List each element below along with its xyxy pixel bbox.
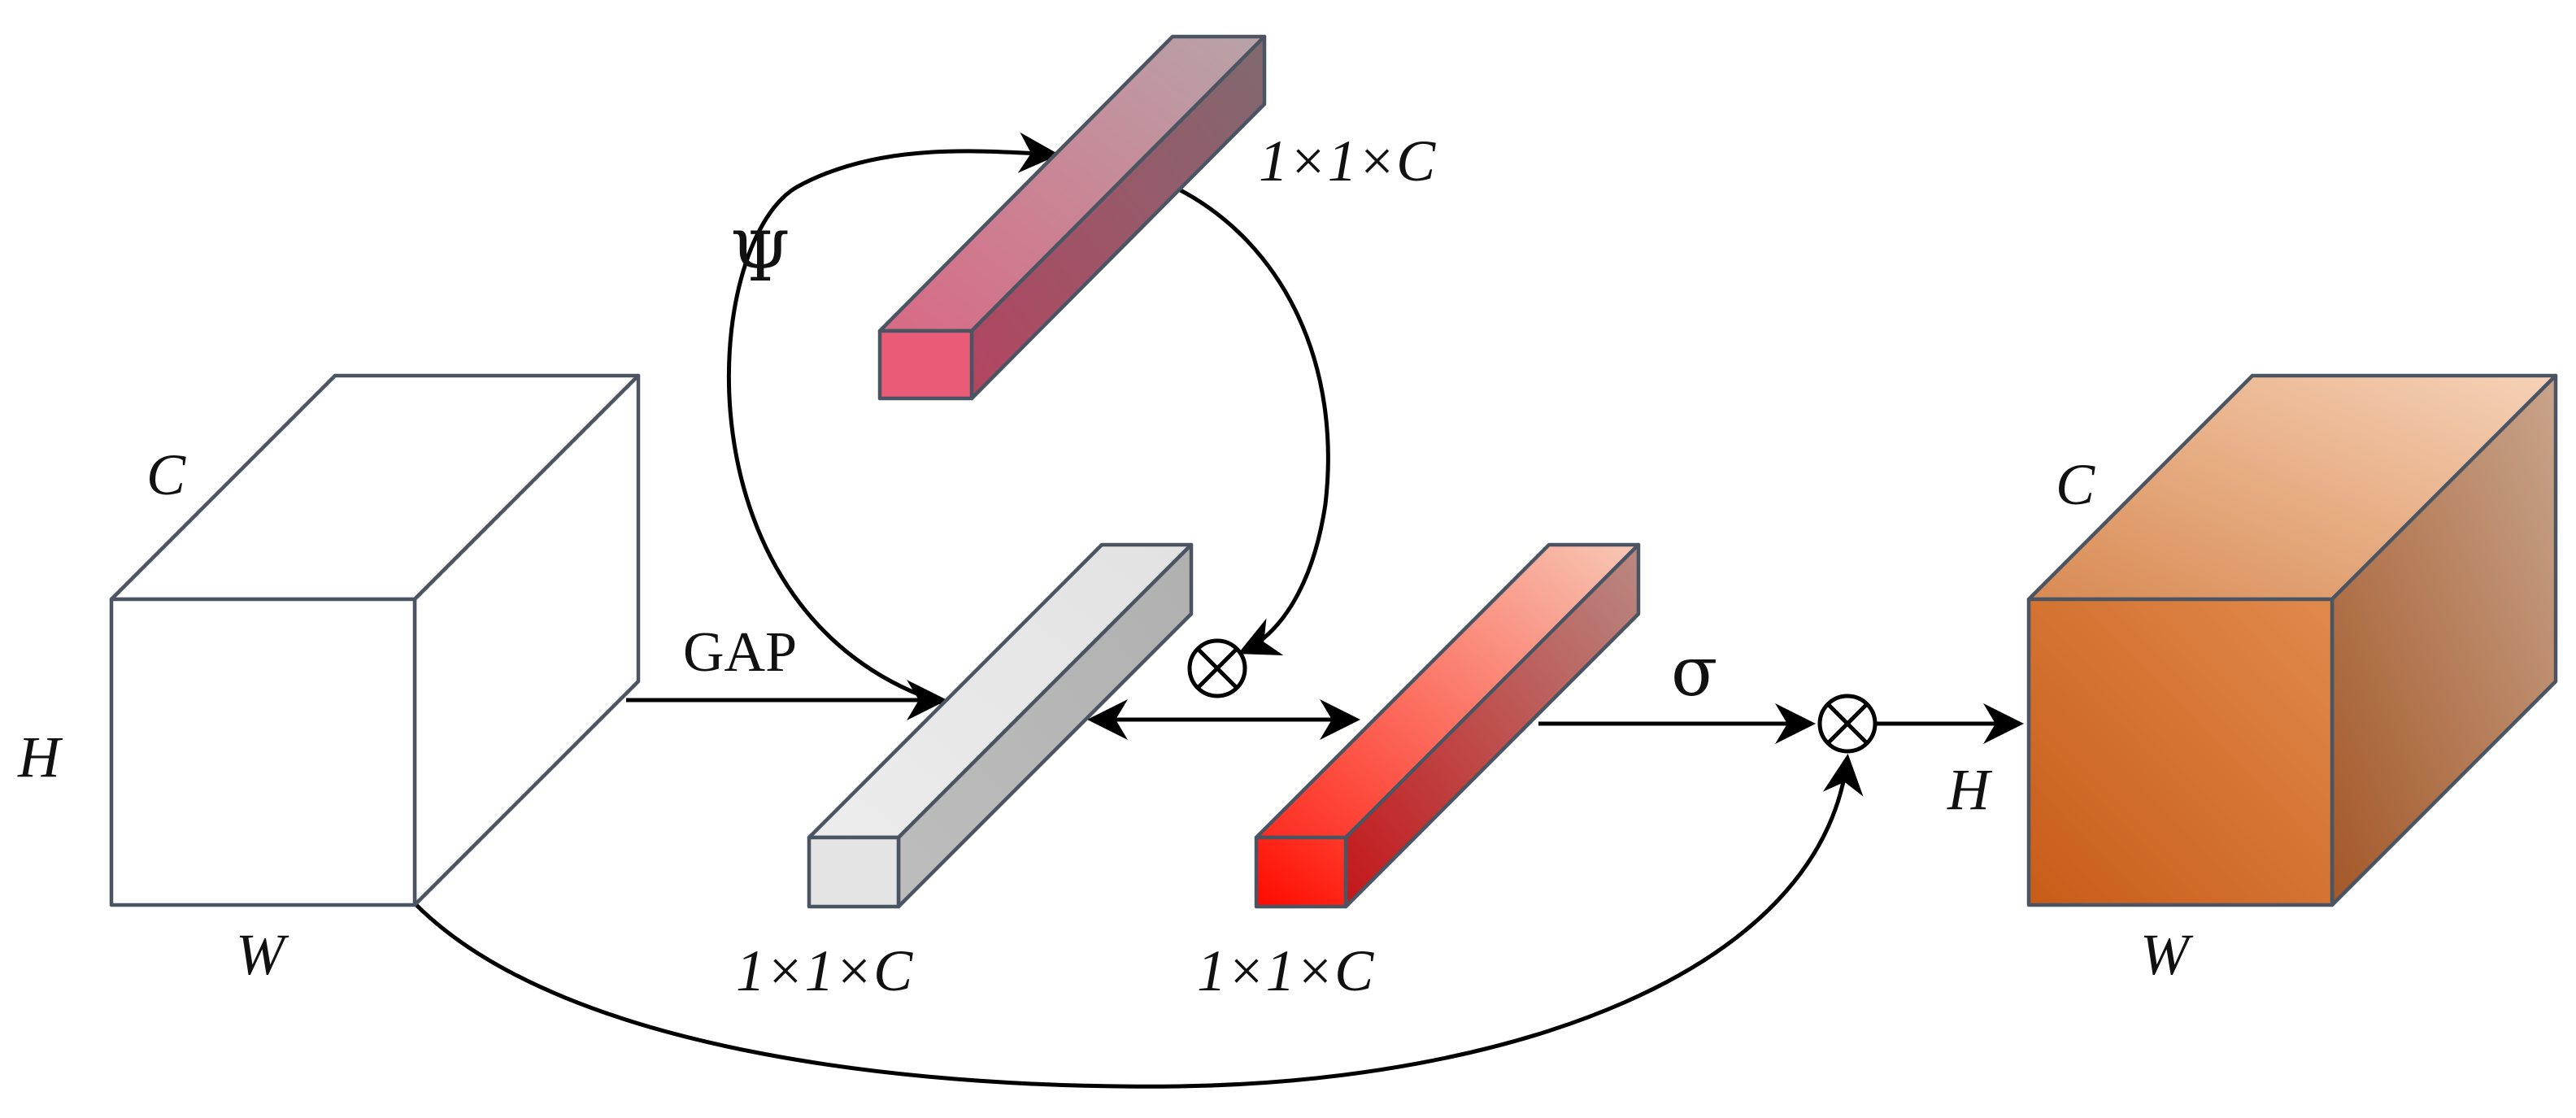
attention-dims-label: 1×1×C bbox=[1197, 938, 1374, 1003]
psi-loop-right-arc bbox=[1176, 186, 1330, 655]
input-label-h: H bbox=[17, 724, 63, 790]
gap-vector bbox=[807, 542, 1194, 909]
gap-dims-label: 1×1×C bbox=[736, 938, 913, 1003]
output-label-c: C bbox=[2056, 452, 2095, 517]
multiply-operator-1 bbox=[1187, 638, 1247, 698]
psi-vector bbox=[877, 34, 1267, 401]
psi-loop-left-arc bbox=[726, 132, 1060, 706]
input-label-w: W bbox=[236, 922, 289, 987]
output-tensor-cube bbox=[2026, 373, 2558, 907]
input-tensor-cube bbox=[109, 373, 641, 907]
skip-connection bbox=[415, 754, 1864, 1089]
output-label-w: W bbox=[2140, 922, 2194, 987]
psi-symbol: Ψ bbox=[730, 217, 790, 297]
psi-dims-label: 1×1×C bbox=[1259, 128, 1436, 194]
attention-vector bbox=[1254, 542, 1641, 909]
gap-label: GAP bbox=[683, 621, 797, 684]
output-label-h: H bbox=[1947, 757, 1993, 822]
sigmoid-symbol: σ bbox=[1671, 632, 1717, 711]
input-label-c: C bbox=[146, 442, 186, 507]
multiply-operator-2 bbox=[1817, 694, 1878, 754]
